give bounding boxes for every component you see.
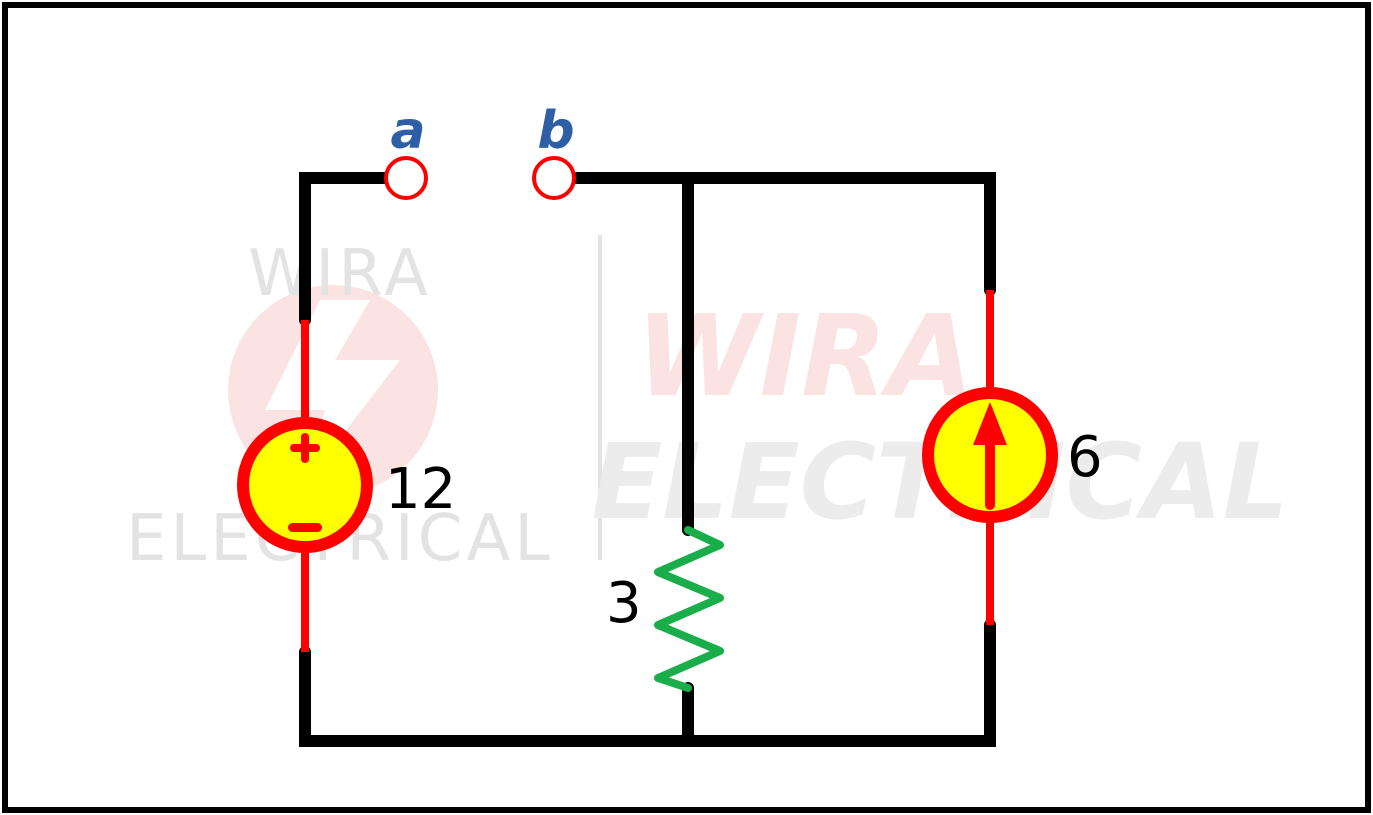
- arrow-head: [973, 402, 1007, 445]
- minus-sign: [288, 523, 322, 532]
- watermark-left-top: WIRA: [248, 237, 432, 311]
- voltage-source-value: 12: [385, 457, 456, 522]
- wires: [299, 172, 996, 747]
- terminal-a-label: a: [390, 101, 425, 161]
- resistor-value: 3: [606, 571, 642, 636]
- dc-voltage-source-icon: [237, 417, 373, 553]
- terminal-b: [532, 156, 576, 200]
- watermark-bolt-icon: [265, 300, 400, 490]
- wire-top-right: [571, 172, 996, 296]
- plus-sign-v: [301, 433, 309, 463]
- current-source: [922, 290, 1058, 625]
- current-source-value: 6: [1067, 425, 1103, 490]
- terminal-a: [384, 156, 428, 200]
- resistor-icon: [654, 526, 724, 692]
- terminal-b-label: b: [537, 101, 574, 161]
- wire-bottom: [299, 619, 996, 747]
- voltage-source: [237, 320, 373, 652]
- wire-left-top: [299, 172, 391, 326]
